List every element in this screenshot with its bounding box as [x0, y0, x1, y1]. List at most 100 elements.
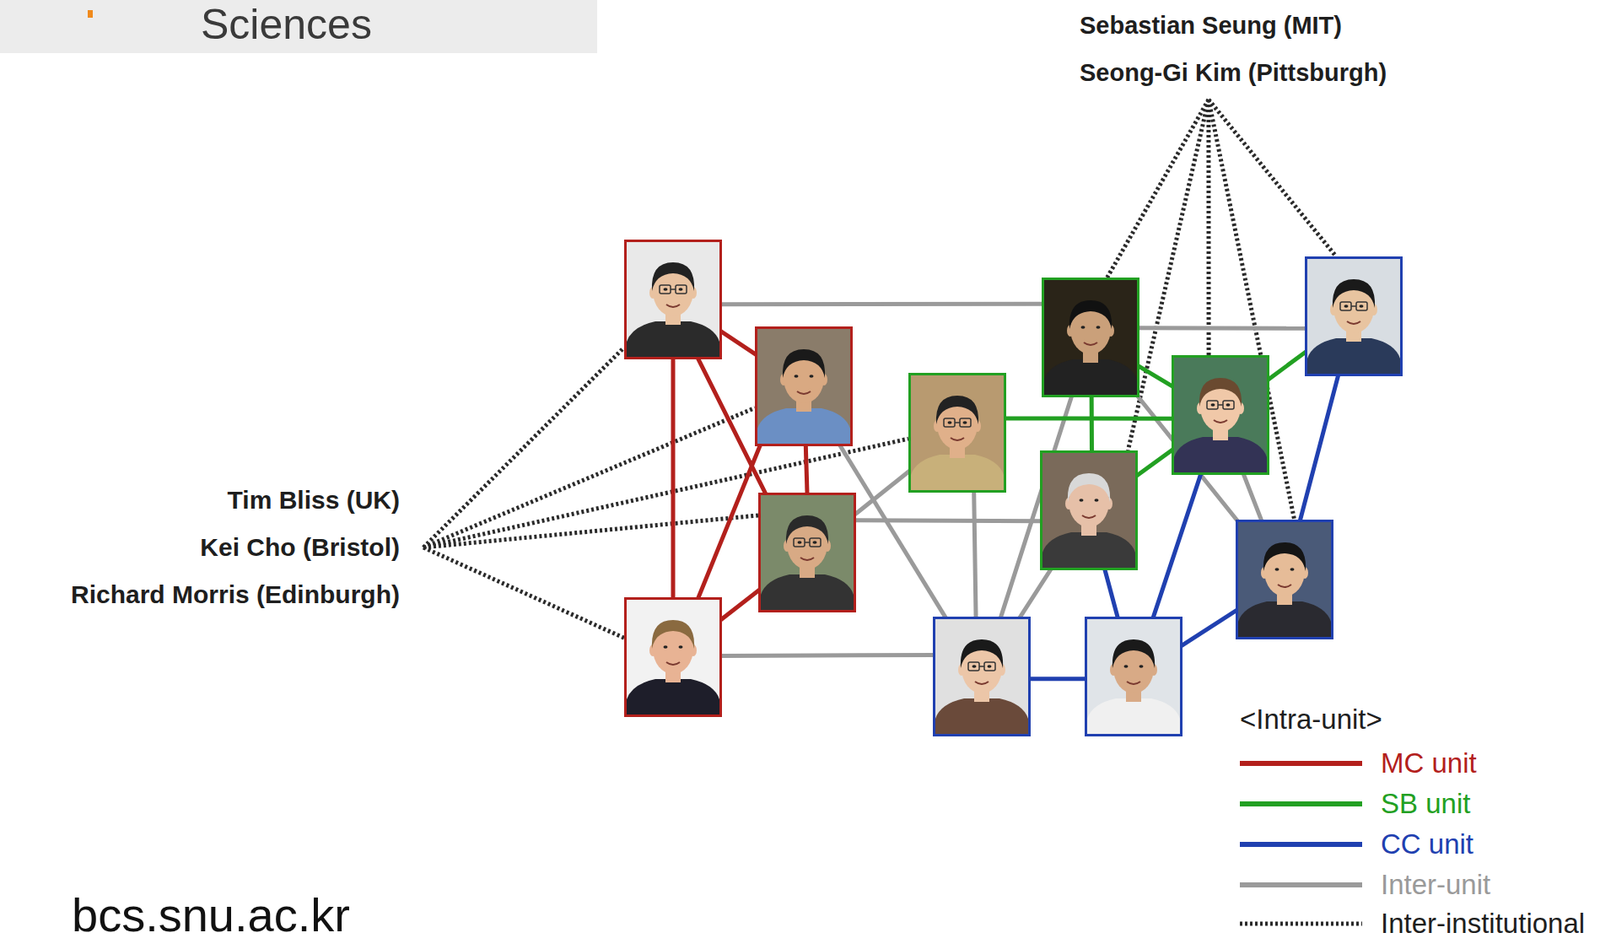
collaboration-link: [1300, 376, 1339, 520]
portrait-glasses: [1222, 400, 1234, 410]
legend-line-swatch: [1239, 801, 1363, 807]
collaboration-link: [1137, 450, 1172, 475]
inter-institutional-link: [1206, 99, 1211, 356]
portrait-mouth: [1346, 321, 1361, 324]
portrait-glasses: [954, 421, 960, 424]
person-photo-box: [754, 326, 853, 447]
collaboration-link: [1006, 415, 1172, 421]
portrait-photo: [935, 619, 1029, 734]
logo-mark: [87, 10, 93, 18]
portrait-hair: [960, 639, 1003, 669]
portrait-background: [910, 375, 1004, 491]
portrait-eye: [663, 645, 669, 649]
collaboration-link: [1244, 474, 1262, 520]
collaboration-link: [721, 332, 755, 355]
person-name: Sebastian Seung (MIT): [1079, 1, 1387, 49]
portrait-photo: [1307, 258, 1401, 374]
portrait-photo: [757, 328, 851, 444]
portrait-eye: [1344, 304, 1349, 308]
portrait-photo: [626, 599, 720, 715]
portrait-shoulders: [1307, 338, 1401, 374]
portrait-hair: [1067, 473, 1110, 502]
legend-line-swatch: [1239, 882, 1363, 888]
portrait-photo: [1174, 357, 1267, 473]
portrait-glasses: [1340, 301, 1352, 311]
portrait-eye: [1124, 664, 1129, 669]
portrait-glasses: [979, 665, 985, 668]
person-photo-box: [1041, 277, 1140, 398]
portrait-background: [626, 242, 720, 357]
portrait-eye: [948, 420, 953, 425]
collaboration-link: [1139, 325, 1305, 331]
collaborator-group: Sebastian Seung (MIT)Seong-Gi Kim (Pitts…: [1079, 1, 1387, 100]
inter-institutional-link: [1208, 99, 1337, 257]
portrait-mouth: [666, 304, 680, 308]
person-name: Richard Morris (Edinburgh): [70, 571, 400, 619]
portrait-eye: [1094, 498, 1099, 502]
portrait-glasses: [1217, 404, 1223, 406]
portrait-background: [1307, 258, 1401, 374]
portrait-glasses: [959, 418, 971, 427]
legend-line-swatch: [1239, 760, 1363, 766]
person-photo-box: [1039, 450, 1138, 571]
header-title: Sciences: [200, 3, 372, 46]
legend-dotted-sample: [1239, 920, 1363, 927]
legend-heading: <Intra-unit>: [1239, 702, 1383, 737]
portrait-mouth: [1126, 681, 1141, 685]
collaboration-link: [856, 520, 1040, 522]
portrait-eye: [1139, 664, 1144, 669]
portrait-glasses: [659, 285, 671, 294]
collaboration-link: [1139, 366, 1172, 387]
portrait-glasses: [1351, 305, 1357, 308]
collaboration-link: [721, 590, 759, 620]
portrait-eye: [1211, 403, 1216, 407]
collaboration-link: [805, 446, 808, 493]
portrait-eye: [1079, 498, 1084, 502]
portrait-eye: [963, 420, 968, 425]
collaboration-link: [721, 654, 933, 656]
portrait-photo: [1238, 522, 1331, 637]
portrait-shoulders: [1174, 436, 1267, 473]
person-photo-box: [1235, 519, 1334, 640]
person-photo-box: [624, 597, 722, 717]
person-photo-box: [1171, 355, 1270, 475]
portrait-hair: [1199, 377, 1242, 407]
inter-institutional-link: [1107, 99, 1209, 278]
portrait-hair: [1069, 300, 1112, 329]
portrait-eye: [1359, 304, 1364, 308]
collaboration-link: [1269, 352, 1305, 379]
person-photo-box: [932, 616, 1031, 737]
collaboration-link: [1153, 474, 1202, 617]
portrait-eye: [1290, 567, 1295, 572]
portrait-eye: [1275, 567, 1280, 572]
portrait-shoulders: [757, 408, 851, 444]
portrait-glasses: [1206, 400, 1218, 410]
portrait-shoulders: [760, 574, 854, 610]
portrait-mouth: [1213, 420, 1228, 423]
portrait-mouth: [797, 391, 811, 394]
portrait-shoulders: [910, 454, 1004, 491]
collaboration-link: [1089, 397, 1094, 451]
portrait-photo: [1042, 452, 1136, 568]
portrait-photo: [760, 495, 854, 610]
portrait-background: [1174, 357, 1267, 473]
portrait-eye: [678, 645, 684, 649]
portrait-mouth: [800, 557, 814, 561]
portrait-background: [1044, 280, 1137, 395]
collaboration-link: [671, 359, 676, 598]
portrait-shoulders: [626, 321, 720, 357]
portrait-shoulders: [626, 678, 720, 715]
portrait-eye: [678, 287, 684, 291]
legend-line-swatch: [1239, 841, 1363, 847]
collaboration-link: [1020, 570, 1051, 617]
portrait-hair: [1332, 279, 1375, 308]
portrait-mouth: [975, 681, 989, 685]
portrait-shoulders: [1044, 359, 1137, 395]
portrait-shoulders: [1238, 601, 1331, 637]
portrait-eye: [663, 287, 669, 291]
inter-institutional-link: [423, 347, 625, 548]
portrait-eye: [794, 374, 799, 378]
inter-institutional-link: [423, 408, 755, 548]
portrait-eye: [809, 374, 814, 378]
